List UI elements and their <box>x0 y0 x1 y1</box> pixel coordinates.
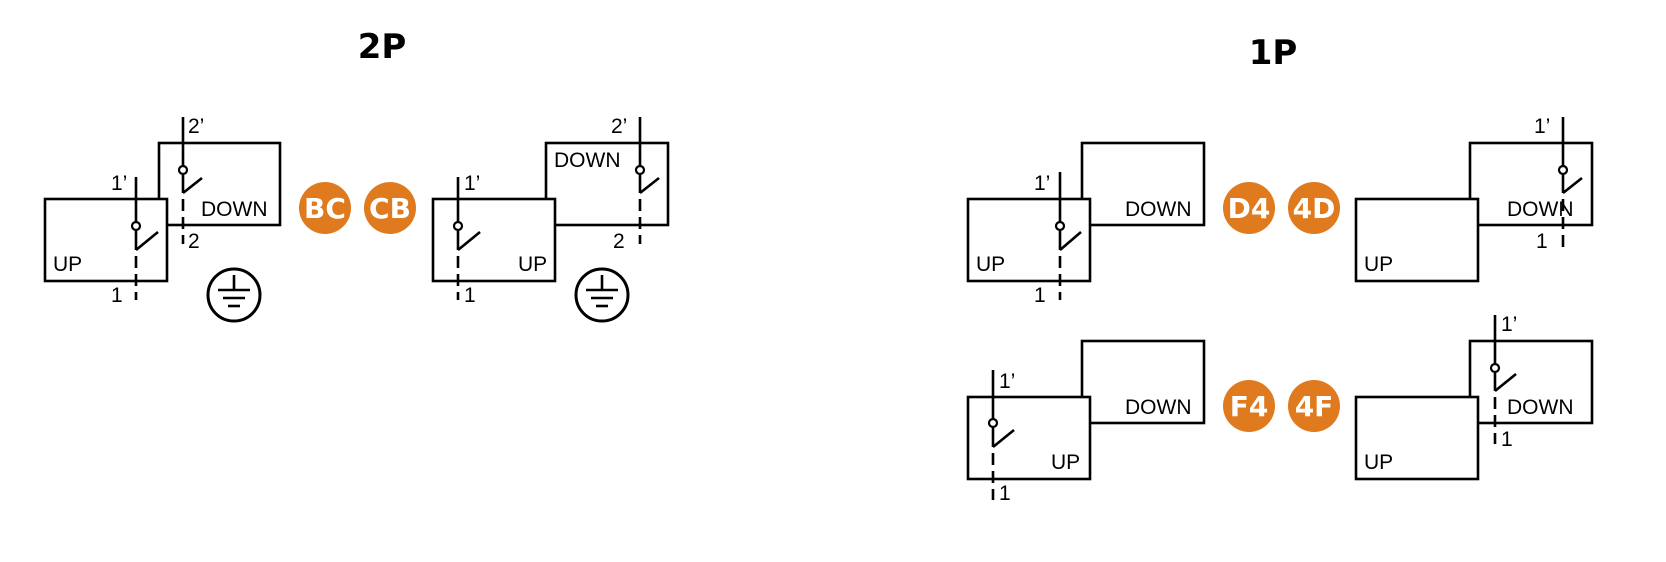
up-box <box>1354 197 1480 283</box>
title-2p: 2P <box>358 27 407 67</box>
down-box <box>157 141 282 227</box>
terminal-2: 2 <box>613 230 625 253</box>
badge-cb: CB <box>364 182 416 234</box>
svg-text:CB: CB <box>369 192 411 225</box>
up-box <box>1354 395 1480 481</box>
badge-4f: 4F <box>1288 380 1340 432</box>
badge-d4: D4 <box>1223 182 1275 234</box>
terminal-2-prime: 2’ <box>188 115 204 138</box>
down-label: DOWN <box>554 149 621 172</box>
down-box <box>1468 141 1594 227</box>
terminal-1: 1 <box>999 482 1011 505</box>
terminal-1-prime: 1’ <box>1501 313 1517 336</box>
up-box <box>966 395 1092 481</box>
up-box <box>966 197 1092 283</box>
up-label: UP <box>518 253 547 276</box>
ground-icon <box>574 267 630 323</box>
badge-4d: 4D <box>1288 182 1340 234</box>
diagram-1p-d4: 1’ 1 DOWN UP <box>966 141 1206 307</box>
down-box <box>1468 339 1594 425</box>
diagram-1p-f4: 1’ 1 DOWN UP <box>966 339 1206 505</box>
up-label: UP <box>1364 253 1393 276</box>
down-label: DOWN <box>1125 198 1192 221</box>
terminal-1: 1 <box>464 284 476 307</box>
svg-text:D4: D4 <box>1228 192 1271 225</box>
terminal-1: 1 <box>1501 428 1513 451</box>
terminal-2-prime: 2’ <box>611 115 627 138</box>
terminal-1-prime: 1’ <box>1534 115 1550 138</box>
down-box <box>1080 339 1206 425</box>
terminal-1-prime: 1’ <box>1034 172 1050 195</box>
down-label: DOWN <box>201 198 268 221</box>
title-1p: 1P <box>1249 33 1298 73</box>
down-label: DOWN <box>1125 396 1192 419</box>
terminal-1: 1 <box>1536 230 1548 253</box>
down-box <box>544 141 670 227</box>
badge-f4: F4 <box>1223 380 1275 432</box>
terminal-1: 1 <box>1034 284 1046 307</box>
diagram-1p-4d: 1’ 1 DOWN UP <box>1354 115 1594 283</box>
diagram-2p-cb: 2’ 2 1’ 1 DOWN UP <box>431 115 670 307</box>
up-label: UP <box>1364 451 1393 474</box>
terminal-1: 1 <box>111 284 123 307</box>
terminal-1-prime: 1’ <box>111 172 127 195</box>
svg-text:BC: BC <box>304 192 346 225</box>
svg-text:4D: 4D <box>1293 192 1336 225</box>
badge-bc: BC <box>299 182 351 234</box>
up-label: UP <box>53 253 82 276</box>
ground-icon <box>206 267 262 323</box>
diagram-2p-bc: 2’ 2 1’ 1 DOWN UP <box>43 115 282 307</box>
terminal-1-prime: 1’ <box>464 172 480 195</box>
svg-text:4F: 4F <box>1295 390 1334 423</box>
up-label: UP <box>1051 451 1080 474</box>
up-box <box>431 197 557 283</box>
up-label: UP <box>976 253 1005 276</box>
svg-text:F4: F4 <box>1230 390 1269 423</box>
down-label: DOWN <box>1507 396 1574 419</box>
terminal-2: 2 <box>188 230 200 253</box>
terminal-1-prime: 1’ <box>999 370 1015 393</box>
down-box <box>1080 141 1206 227</box>
diagram-1p-4f: 1’ 1 DOWN UP <box>1354 313 1594 481</box>
down-label: DOWN <box>1507 198 1574 221</box>
